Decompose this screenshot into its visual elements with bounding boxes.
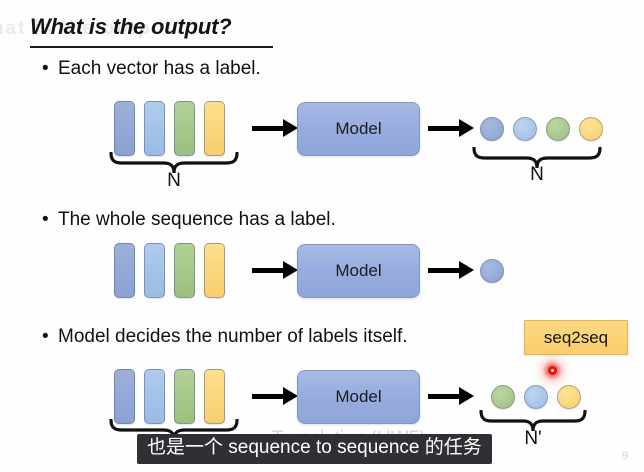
bullet-marker: • [42,209,49,230]
output-circle [513,117,537,141]
page-number: 9 [621,450,628,462]
bullet-text-2: •The whole sequence has a label. [42,209,336,230]
input-block [114,369,135,424]
arrow-model-to-output-3 [428,385,476,407]
output-circles-2 [480,259,504,283]
arrow-model-to-output-2 [428,259,476,281]
arrow-shaft [252,126,286,131]
arrow-input-to-model-2 [252,259,300,281]
input-brace-label-1: N [167,170,181,191]
input-blocks-1 [114,101,225,156]
arrow-model-to-output-1 [428,117,476,139]
input-brace-1 [108,152,240,174]
title-underline [30,46,273,48]
seq2seq-badge-label: seq2seq [543,327,609,347]
output-circle [546,117,570,141]
bullet-marker: • [42,58,49,79]
model-box-2: Model [297,244,420,298]
model-label: Model [335,119,382,138]
input-block [144,101,165,156]
page-title-group: What is the output? [30,14,290,48]
bullet-text-1: •Each vector has a label. [42,58,261,79]
output-circles-1 [480,117,603,141]
arrow-shaft [428,268,462,273]
bullet-marker: • [42,326,49,347]
input-block [204,369,225,424]
output-circle [557,385,581,409]
model-label: Model [335,387,382,406]
page-title: What is the output? [30,14,232,39]
output-circles-3 [491,385,581,409]
arrow-shaft [252,394,286,399]
arrow-head [283,261,298,279]
input-blocks-2 [114,243,225,298]
output-circle [579,117,603,141]
input-block [174,369,195,424]
input-block [144,243,165,298]
output-circle [491,385,515,409]
arrow-shaft [252,268,286,273]
arrow-head [283,119,298,137]
arrow-head [459,387,474,405]
input-block [204,243,225,298]
arrow-head [283,387,298,405]
output-circle [480,259,504,283]
model-label: Model [335,261,382,280]
input-block [144,369,165,424]
model-box-3: Model [297,370,420,424]
input-block [174,243,195,298]
output-brace-3 [478,410,588,432]
input-block [204,101,225,156]
arrow-input-to-model-3 [252,385,300,407]
output-brace-label-3: N' [524,428,542,449]
arrow-shaft [428,394,462,399]
subtitle-overlay: 也是一个 sequence to sequence 的任务 [137,434,492,464]
output-circle [480,117,504,141]
input-block [114,101,135,156]
output-brace-label-1: N [530,164,544,185]
output-brace-1 [471,147,603,169]
bullet-text-3: •Model decides the number of labels itse… [42,326,408,347]
ghost-title-artifact: What is the output? [0,18,188,39]
model-box-1: Model [297,102,420,156]
input-block [174,101,195,156]
laser-pointer-dot [548,366,557,375]
arrow-head [459,261,474,279]
arrow-shaft [428,126,462,131]
input-blocks-3 [114,369,225,424]
output-circle [524,385,548,409]
arrow-head [459,119,474,137]
input-block [114,243,135,298]
seq2seq-badge: seq2seq [524,320,628,355]
arrow-input-to-model-1 [252,117,300,139]
